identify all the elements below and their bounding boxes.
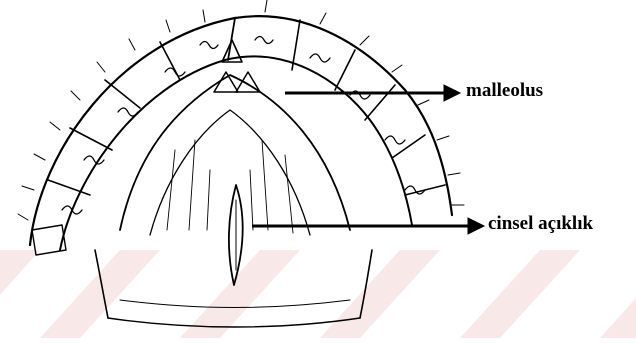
genital-opening-label: cinsel açıklık (488, 213, 593, 235)
watermark-stripes (0, 250, 636, 338)
malleolus-arrowhead (444, 85, 460, 101)
genital-opening-arrowhead (468, 218, 484, 234)
malleolus-label: malleolus (466, 80, 543, 102)
label-pointers (252, 85, 484, 234)
